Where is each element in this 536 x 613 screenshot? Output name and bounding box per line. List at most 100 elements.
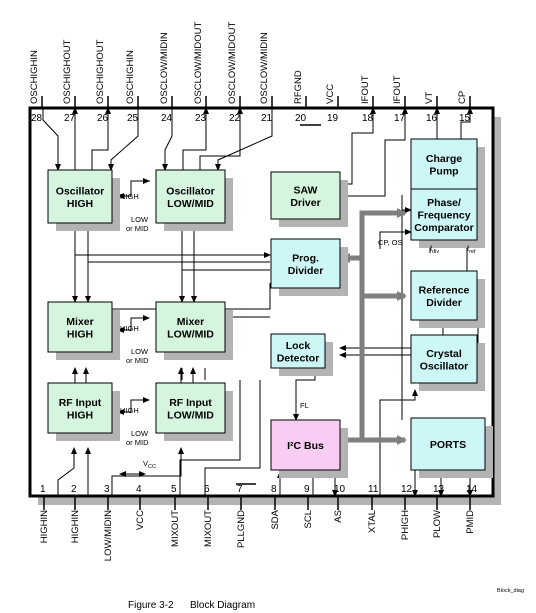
mixer-lowmid-box [155,301,226,353]
osc-lowmid-label-0: Oscillator [166,185,214,197]
function-blocks: OscillatorHIGHOscillatorLOW/MIDSAWDriver… [47,138,493,478]
top-pin-number-20: 20 [295,113,307,124]
mixer-high-label-0: Mixer [66,316,93,328]
bottom-pin-name-5: MIXOUT [170,510,181,547]
fdiv-sub: div [432,249,439,255]
top-pin-number-21: 21 [261,113,273,124]
prog-divider-block: Prog.Divider [270,238,348,296]
bottom-pin-number-4: 4 [136,484,142,495]
top-pin-name-23: OSCLOW/MIDOUT [193,21,204,104]
top-pin-name-25: OSCHIGHIN [125,50,136,104]
bottom-pin-name-4: VCC [135,510,146,530]
or-mid-label-3: or MID [126,438,149,447]
top-pin-number-28: 28 [31,113,43,124]
prog-divider-label-0: Prog. [292,252,319,264]
top-pin-number-27: 27 [64,113,76,124]
top-pin-name-27: OSCHIGHOUT [62,39,73,104]
osc-high-box [47,169,113,224]
i2c-bus-box [270,419,341,471]
bottom-pin-name-14: PMID [465,510,476,534]
saw-driver-label-1: Driver [290,197,320,209]
top-pin-name-21: OSCLOW/MIDIN [259,32,270,104]
phase-freq-label-1: Frequency [417,210,470,222]
ref-divider-label-1: Divider [426,297,462,309]
osc-high-label-1: HIGH [67,198,93,210]
bottom-pin-number-9: 9 [304,484,310,495]
osc-lowmid-label-1: LOW/MID [167,198,214,210]
figure-title: Block Diagram [190,600,255,611]
osc-high-label-0: Oscillator [56,185,104,197]
high-label-1: HIGH [120,192,139,201]
phase-freq-label-0: Phase/ [427,197,461,209]
low-label-2: LOW [131,347,149,356]
or-mid-label-2: or MID [126,356,149,365]
control-bus [340,208,407,445]
bottom-pin-name-10: AS [333,510,344,523]
i2c-bus-block: I²C Bus [270,419,348,478]
fdiv-f: f [430,244,433,253]
bottom-pin-name-1: HIGHIN [39,510,50,543]
bottom-pin-number-12: 12 [401,484,413,495]
ports-label-0: PORTS [430,439,466,451]
bottom-pin-number-3: 3 [104,484,110,495]
ref-divider-label-0: Reference [419,284,470,296]
i2c-bus-label-0: I²C Bus [287,440,324,452]
lock-detector-box [270,333,326,369]
cp-os-label: CP, OS [378,238,402,247]
bottom-pin-name-3: LOW/MIDIN [103,510,114,561]
bottom-pin-number-11: 11 [368,484,379,495]
top-pin-name-16: VT [424,92,435,104]
top-pin-number-17: 17 [394,113,406,124]
ports-box [410,417,486,471]
rf-high-label-1: HIGH [67,409,93,421]
signal-wiring [42,107,479,497]
crystal-osc-label-0: Crystal [426,348,462,360]
top-pin-name-17: IFOUT [392,75,403,104]
mixer-high-box [47,301,113,353]
high-label-2: HIGH [120,324,139,333]
top-pin-number-15: 15 [459,113,471,124]
prog-divider-box [270,238,341,289]
bottom-pin-name-6: MIXOUT [203,510,214,547]
bottom-pin-number-2: 2 [71,484,77,495]
osc-lowmid-box [155,169,226,224]
low-label-1: LOW [131,215,149,224]
prog-divider-label-1: Divider [288,265,324,277]
top-pin-name-19: VCC [325,84,336,104]
or-mid-label-1: or MID [126,224,149,233]
top-pin-number-26: 26 [97,113,109,124]
phase-freq-label-2: Comparator [414,222,474,234]
top-pin-name-18: IFOUT [360,75,371,104]
top-pin-name-28: OSCHIGHIN [29,50,40,104]
top-pin-number-18: 18 [362,113,374,124]
top-pin-number-24: 24 [161,113,173,124]
ref-divider-box [410,270,478,321]
fref-sub: ref [469,249,476,255]
top-pin-number-22: 22 [229,113,241,124]
vcc-sub: CC [148,464,156,470]
rf-lowmid-label-1: LOW/MID [167,409,214,421]
bottom-pin-labels: HIGHIN1HIGHIN2LOW/MIDIN3VCC4MIXOUT5MIXOU… [39,484,478,561]
saw-driver-box [270,171,341,220]
bottom-pin-number-7: 7 [237,484,243,495]
fdiv-label: fdiv [430,244,439,255]
bottom-pin-number-13: 13 [433,484,445,495]
rf-high-box [47,382,113,434]
lock-detector-label-1: Detector [277,352,320,364]
top-pin-labels: OSCHIGHIN28OSCHIGHOUT27OSCHIGHOUT26OSCHI… [29,21,471,124]
bottom-pin-number-10: 10 [334,484,346,495]
charge-pump-label-1: Pump [429,165,458,177]
top-pin-leads [41,96,471,108]
bottom-pin-number-6: 6 [204,484,210,495]
low-label-3: LOW [131,429,149,438]
saw-driver-label-0: SAW [294,184,318,196]
rf-lowmid-label-0: RF Input [169,397,212,409]
mixer-high-label-1: HIGH [67,328,93,340]
top-pin-number-23: 23 [195,113,207,124]
